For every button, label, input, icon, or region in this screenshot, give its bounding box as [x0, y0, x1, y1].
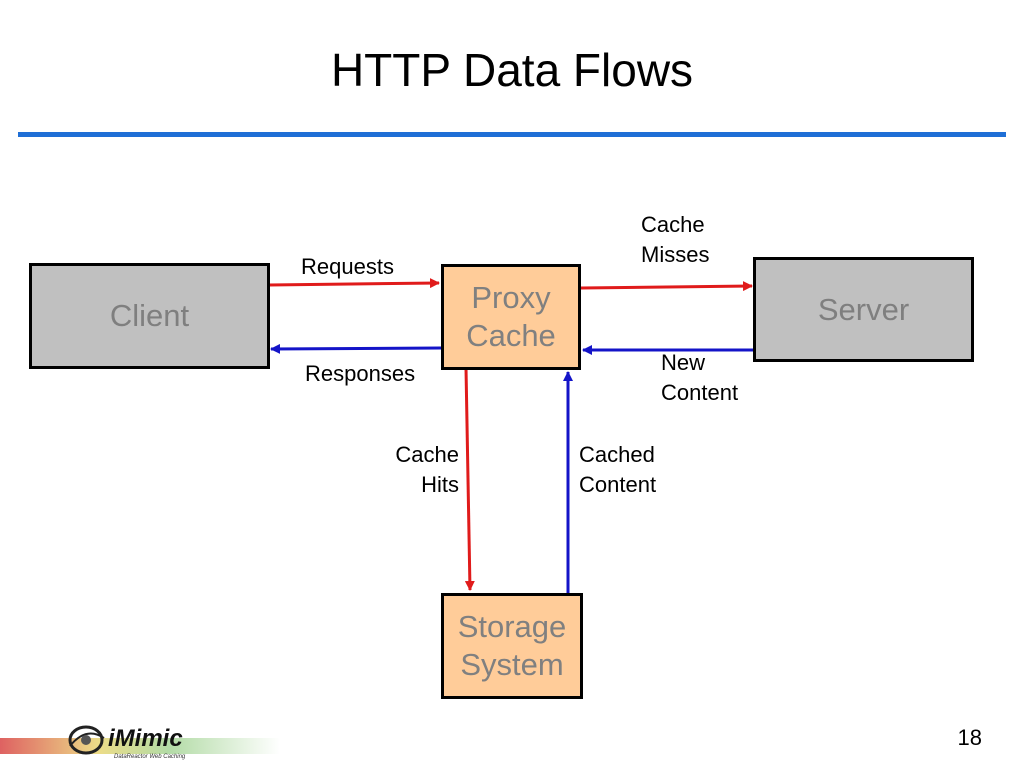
client-node: Client	[29, 263, 270, 369]
page-number: 18	[957, 725, 982, 750]
cached-content-label: Cached Content	[579, 442, 657, 497]
slide-title: HTTP Data Flows	[330, 44, 694, 96]
client-label: Client	[109, 298, 190, 333]
proxy-cache-node: Proxy Cache	[441, 264, 581, 370]
arrow-cache-misses	[580, 281, 753, 292]
logo-tagline-text: DataReactor Web Caching	[114, 754, 186, 760]
title-underline	[18, 132, 1006, 137]
storage-system-label: Storage System	[457, 609, 567, 682]
arrow-cache-hits	[464, 367, 475, 591]
proxy-cache-label: Proxy Cache	[466, 280, 556, 353]
responses-label: Responses	[305, 361, 416, 386]
storage-system-node: Storage System	[441, 593, 583, 699]
logo-brand-text: iMimic	[108, 725, 183, 752]
imimic-logo: iMimic DataReactor Web Caching	[68, 725, 186, 760]
requests-label: Requests	[301, 254, 394, 279]
cache-hits-label: Cache Hits	[395, 442, 459, 497]
server-label: Server	[817, 291, 910, 327]
new-content-label: New Content	[661, 350, 739, 405]
arrow-requests	[268, 278, 440, 289]
server-node: Server	[753, 257, 974, 362]
cache-misses-label: Cache Misses	[641, 212, 710, 267]
arrow-responses	[270, 343, 442, 354]
